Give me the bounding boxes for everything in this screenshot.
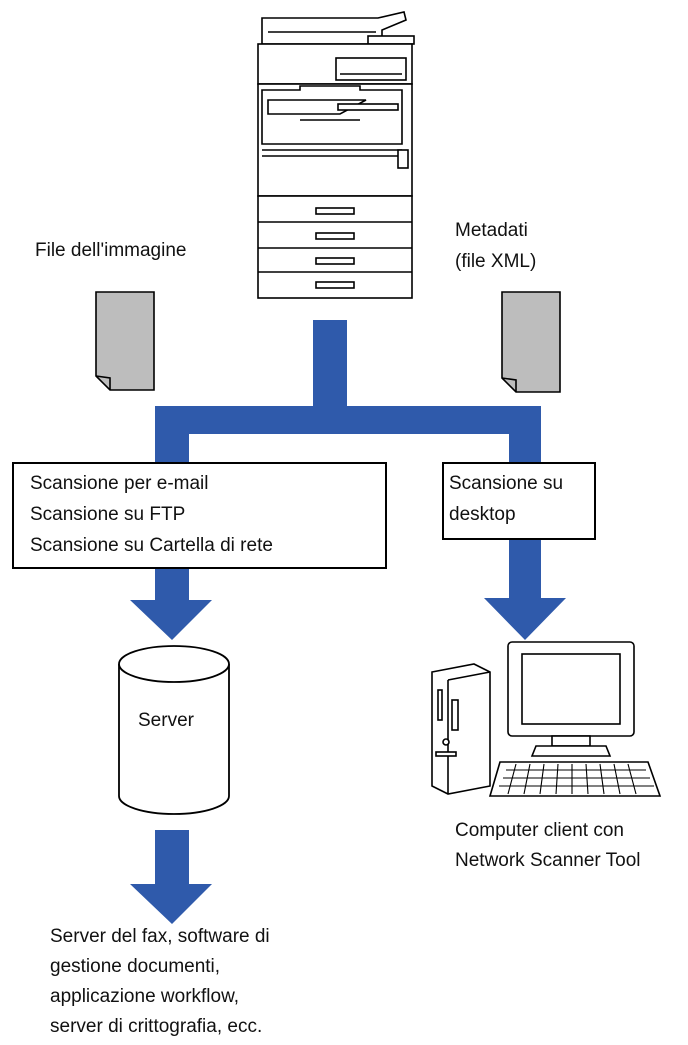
right-scan-box: Scansione su desktop	[442, 462, 596, 540]
flow-arrows	[130, 320, 566, 924]
destinations-line4: server di crittografia, ecc.	[50, 1016, 263, 1037]
scan-desktop-label-line2: desktop	[449, 504, 516, 525]
right-drop	[509, 406, 541, 472]
branch-connector	[155, 406, 541, 434]
document-icon	[95, 291, 155, 391]
scan-email-label: Scansione per e-mail	[30, 473, 209, 494]
client-label-line2: Network Scanner Tool	[455, 850, 641, 871]
metadata-label-line2: (file XML)	[455, 251, 537, 272]
destinations-line1: Server del fax, software di	[50, 926, 270, 947]
metadata-document-icon	[501, 291, 561, 393]
destinations-line3: applicazione workflow,	[50, 986, 240, 1007]
arrow-to-computer	[484, 540, 566, 640]
image-file-label: File dell'immagine	[35, 240, 187, 261]
left-scan-box: Scansione per e-mail Scansione su FTP Sc…	[12, 462, 387, 569]
scan-desktop-label-line1: Scansione su	[449, 473, 564, 494]
arrow-to-destinations	[130, 830, 212, 924]
left-drop	[155, 406, 189, 466]
arrow-to-server	[130, 540, 212, 640]
scan-ftp-label: Scansione su FTP	[30, 504, 186, 525]
scan-network-folder-label: Scansione su Cartella di rete	[30, 535, 273, 556]
destinations-line2: gestione documenti,	[50, 956, 221, 977]
server-label: Server	[138, 710, 194, 731]
server-icon	[118, 645, 230, 815]
client-label-line1: Computer client con	[455, 820, 624, 841]
printer-icon	[257, 11, 415, 299]
metadata-label-line1: Metadati	[455, 220, 528, 241]
trunk-connector	[313, 320, 347, 406]
computer-icon	[431, 641, 662, 797]
